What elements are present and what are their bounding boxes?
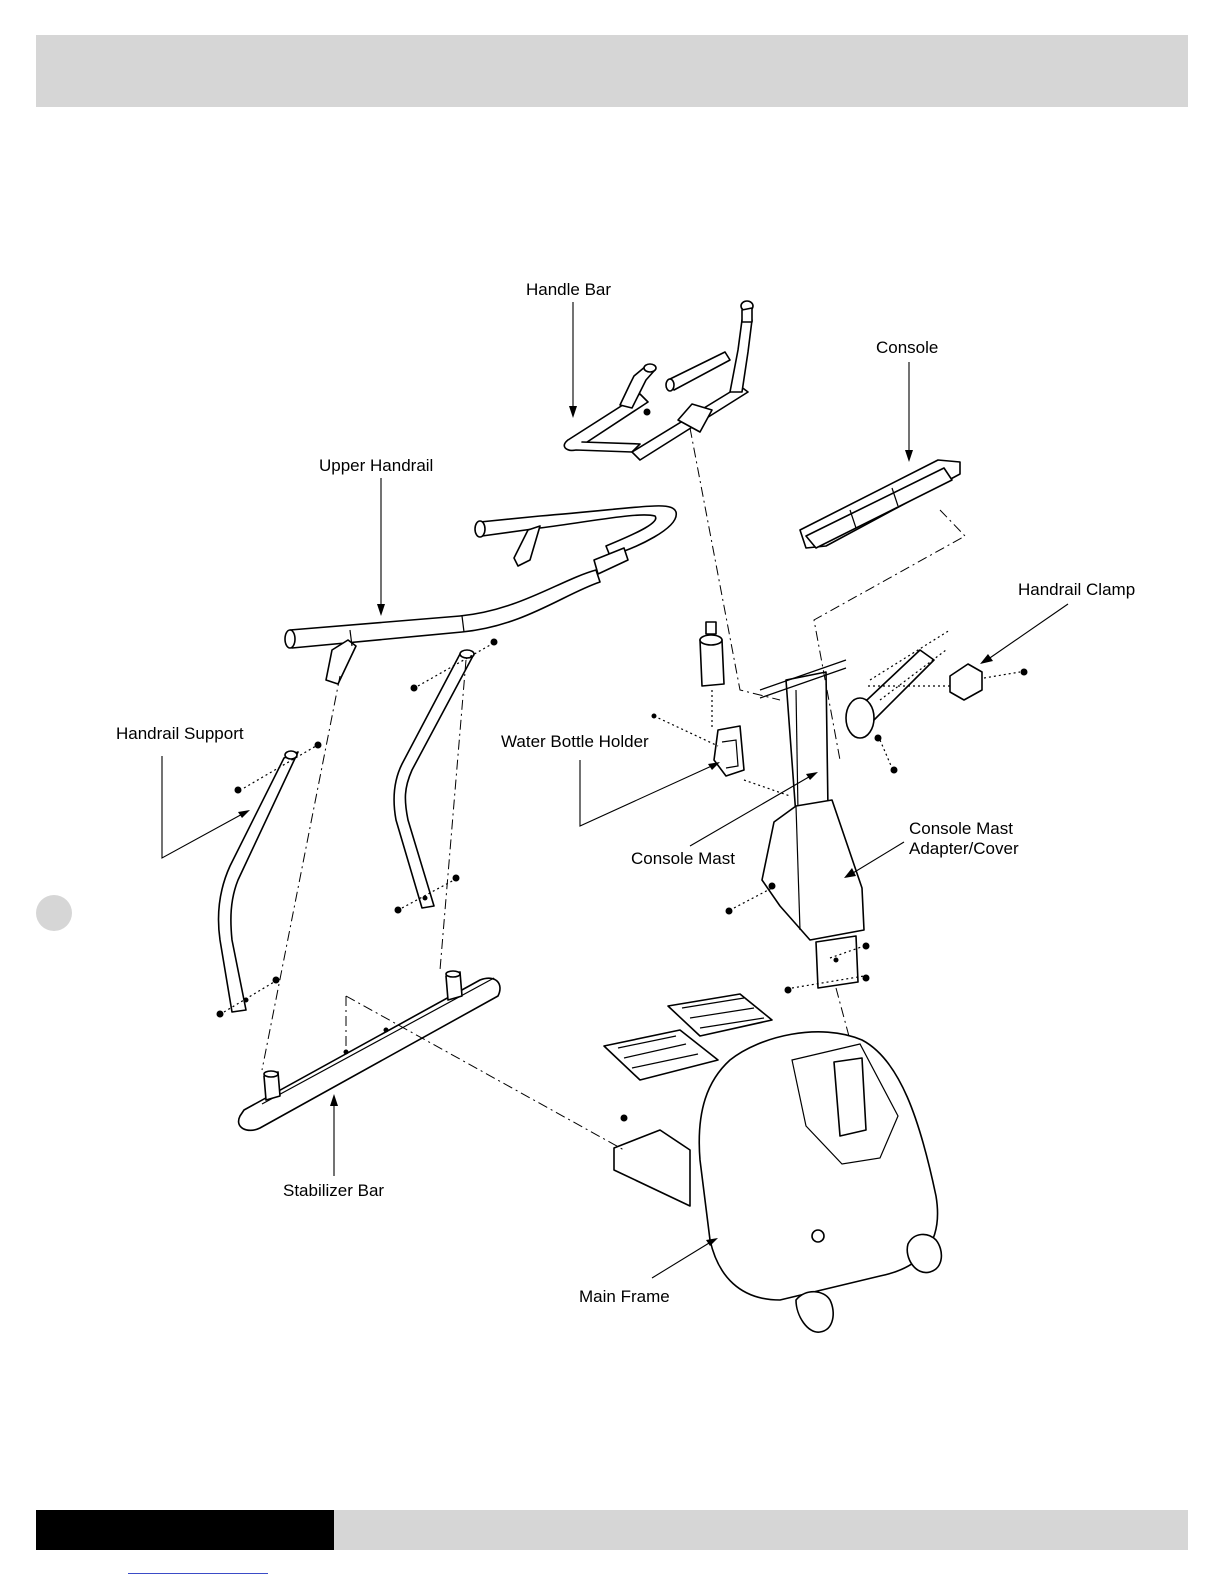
console-mast-label: Console Mast <box>631 849 735 868</box>
console-part <box>800 460 960 548</box>
console-mast-cover-label-line1: Console Mast <box>909 819 1013 838</box>
handrail-clamp-part <box>846 650 982 738</box>
handrail-support-left <box>218 751 298 1012</box>
water-bottle-holder-label: Water Bottle Holder <box>501 732 649 751</box>
handrail-support-right <box>394 650 474 908</box>
upper-handrail-label: Upper Handrail <box>319 456 433 475</box>
water-bottle-holder-part <box>714 726 744 776</box>
console-label: Console <box>876 338 938 357</box>
handle-bar-part <box>564 301 753 460</box>
console-mast-cover-part <box>762 800 864 940</box>
handle-bar-label: Handle Bar <box>526 280 611 299</box>
handrail-clamp-label: Handrail Clamp <box>1018 580 1135 599</box>
console-mast-cover-label-line2: Adapter/Cover <box>909 839 1019 858</box>
stabilizer-bar-label: Stabilizer Bar <box>283 1181 384 1200</box>
handrail-support-label: Handrail Support <box>116 724 244 743</box>
main-frame-label: Main Frame <box>579 1287 670 1306</box>
upper-handrail-part <box>285 506 676 684</box>
main-frame-part <box>604 994 941 1332</box>
water-bottle-part <box>700 622 724 686</box>
stabilizer-bar-part <box>239 971 500 1130</box>
